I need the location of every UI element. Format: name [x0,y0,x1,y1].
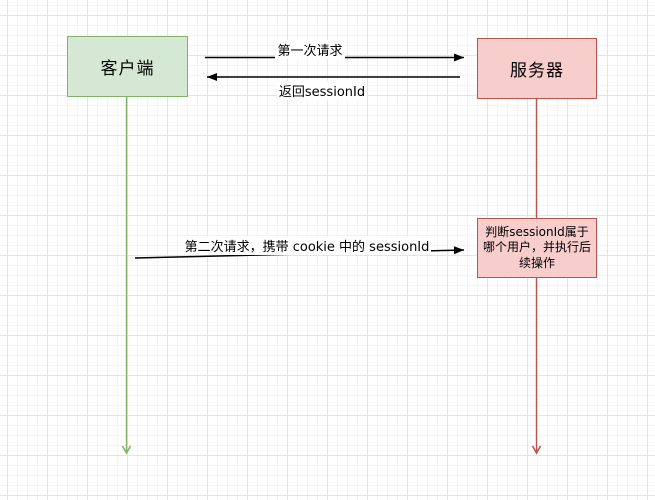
client-node-label: 客户端 [100,59,155,79]
server-node-label: 服务器 [510,61,564,81]
process-node-label: 判断sessionId属于哪个用户，并执行后续操作 [482,224,591,270]
process-node: 判断sessionId属于哪个用户，并执行后续操作 [477,218,597,278]
second-request-arrow [134,246,465,259]
client-node: 客户端 [67,36,188,97]
server-node: 服务器 [477,38,597,99]
